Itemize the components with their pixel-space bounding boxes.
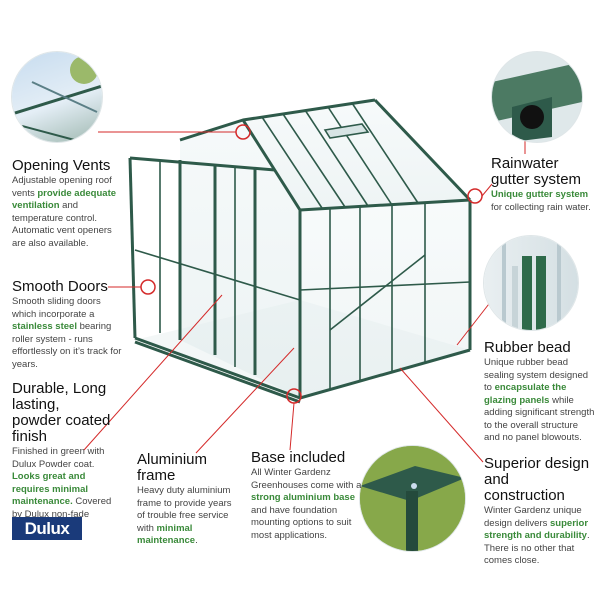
body-text: All Winter Gardenz Greenhouses come with… (251, 467, 362, 491)
body-text: Adjustable opening roof vents (12, 175, 112, 199)
callout-base-included: Base included All Winter Gardenz Greenho… (251, 450, 363, 542)
highlight-text: stainless steel (12, 321, 77, 332)
callout-title: Base included (251, 449, 346, 466)
highlight-text: minimal maintenance (137, 522, 196, 547)
callout-body: Winter Gardenz unique design delivers su… (484, 505, 594, 568)
callout-title: Durable, Long lasting, powder coated fin… (12, 380, 111, 445)
body-text: Heavy duty aluminium frame to provide ye… (137, 485, 232, 534)
dulux-logo: Dulux (12, 517, 82, 540)
highlight-text: encapsulate the glazing panels (484, 382, 567, 406)
callout-title: Aluminium frame (137, 451, 208, 484)
callout-title: Smooth Doors (12, 278, 108, 295)
highlight-text: Looks great and requires minimal mainten… (12, 471, 89, 507)
base-corner-detail-photo (360, 446, 465, 551)
body-text: . (195, 535, 198, 546)
body-text: for collecting rain water. (491, 201, 591, 213)
callout-opening-vents: Opening Vents Adjustable opening roof ve… (12, 158, 122, 250)
callout-body: Unique rubber bead sealing system design… (484, 357, 596, 445)
callout-body: Heavy duty aluminium frame to provide ye… (137, 485, 239, 548)
body-text: Winter Gardenz unique design delivers (484, 505, 582, 529)
body-text: and temperature control. Automatic vent … (12, 200, 112, 249)
callout-body: All Winter Gardenz Greenhouses come with… (251, 467, 363, 542)
callout-powder-coated: Durable, Long lasting, powder coated fin… (12, 381, 112, 534)
gutter-detail-photo (492, 52, 582, 142)
callout-title: Opening Vents (12, 157, 111, 174)
highlight-text: strong aluminium base (251, 492, 355, 503)
highlight-text: superior strength and durability (484, 517, 589, 542)
callout-title: Superior design and construction (484, 455, 590, 504)
body-text: and have foundation mounting options to … (251, 504, 352, 541)
vent-detail-photo (12, 52, 102, 142)
callout-rubber-bead: Rubber bead Unique rubber bead sealing s… (484, 340, 596, 445)
callout-rainwater-gutter: Rainwater gutter system Unique gutter sy… (491, 156, 591, 214)
callout-title: Rubber bead (484, 339, 571, 356)
highlight-text: provide adequate ventilation (12, 187, 117, 212)
callout-body: Unique gutter system for collecting rain… (491, 189, 591, 214)
body-text: Unique rubber bead sealing system design… (484, 357, 589, 393)
callout-title: Rainwater gutter system (491, 155, 582, 188)
callout-body: Smooth sliding doors which incorporate a… (12, 296, 124, 371)
callout-smooth-doors: Smooth Doors Smooth sliding doors which … (12, 279, 124, 371)
callout-aluminium-frame: Aluminium frame Heavy duty aluminium fra… (137, 452, 239, 548)
callout-body: Adjustable opening roof vents provide ad… (12, 175, 122, 250)
rubber-bead-detail-photo (484, 236, 578, 330)
body-text: bearing roller system - runs effortlessl… (12, 321, 122, 370)
body-text: Smooth sliding doors which incorporate a (12, 296, 101, 320)
body-text: while adding significant strength to the… (484, 394, 595, 444)
highlight-text: Unique gutter system (491, 189, 589, 200)
body-text: . There is no other that comes close. (484, 530, 590, 566)
body-text: Finished in green with Dulux Powder coat… (12, 446, 105, 470)
callout-superior-design: Superior design and construction Winter … (484, 456, 594, 568)
